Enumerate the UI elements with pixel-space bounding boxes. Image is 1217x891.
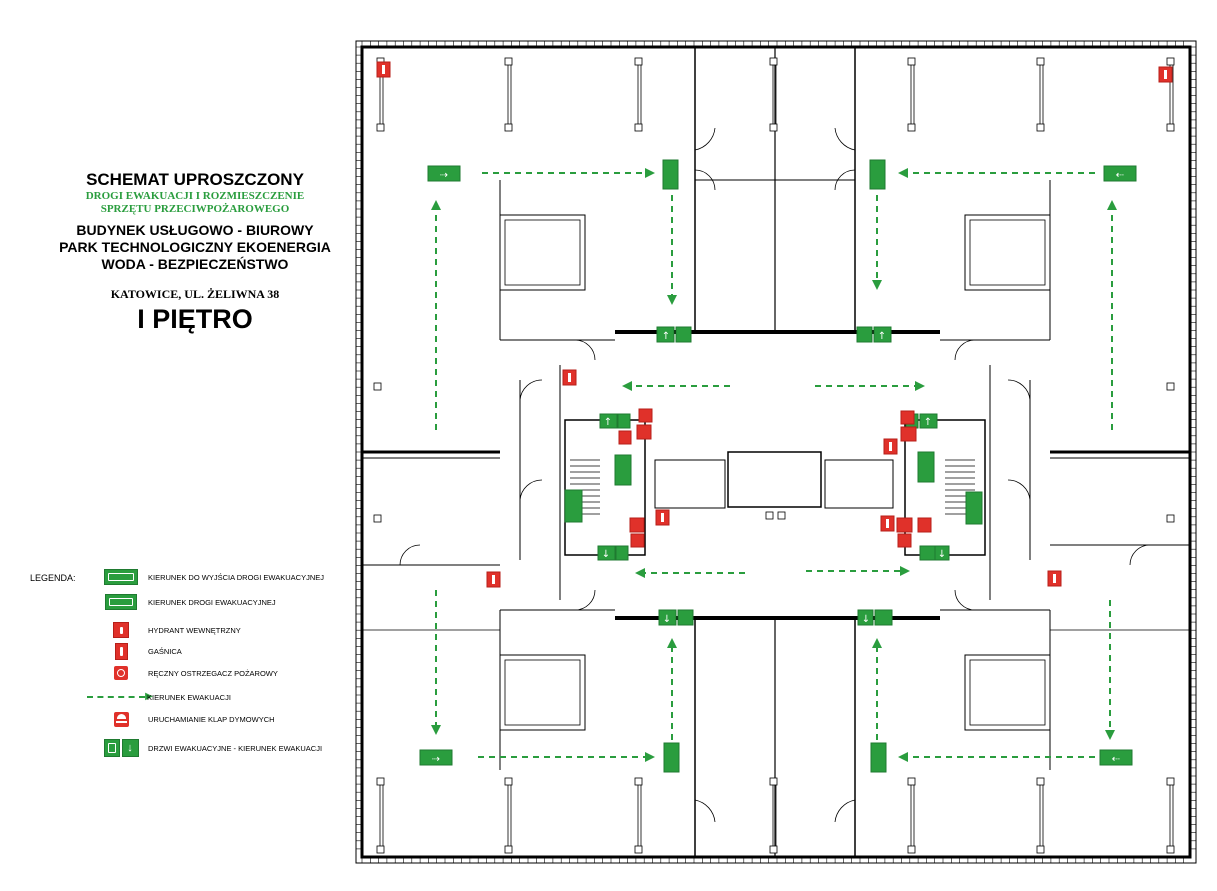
- legend-item: GAŚNICA: [100, 641, 182, 661]
- svg-text:↓: ↓: [663, 614, 671, 625]
- schema-title: SCHEMAT UPROSZCZONY: [86, 170, 304, 189]
- legend-item: ↓ DRZWI EWAKUACYJNE - KIERUNEK EWAKUACJI: [100, 738, 322, 758]
- ruler-ticks: [356, 41, 1196, 863]
- title-block: SCHEMAT UPROSZCZONY DROGI EWAKUACJI I RO…: [40, 170, 350, 335]
- legend-item: RĘCZNY OSTRZEGACZ POŻAROWY: [100, 663, 278, 683]
- building-name-line1: BUDYNEK USŁUGOWO - BIUROWY: [76, 222, 314, 238]
- exit-direction-sign-icon: [104, 569, 138, 585]
- door-swings: [399, 127, 1151, 823]
- svg-text:⇢: ⇢: [432, 754, 440, 765]
- evacuation-arrows: [431, 168, 1117, 762]
- schema-subtitle-line2: SPRZĘTU PRZECIWPOŻAROWEGO: [100, 203, 290, 215]
- window-bars: [379, 65, 1174, 846]
- svg-text:↓: ↓: [938, 549, 946, 560]
- fire-hydrant-icon: [113, 622, 129, 638]
- fire-equipment-glyphs: [382, 65, 1167, 584]
- legend-item: ▶ KIERUNEK EWAKUACJI: [87, 687, 231, 707]
- svg-text:↑: ↑: [662, 331, 670, 342]
- exit-signs: [419, 159, 1137, 773]
- building-name-line2: PARK TECHNOLOGICZNY EKOENERGIA: [59, 239, 331, 255]
- legend-item: URUCHAMIANIE KLAP DYMOWYCH: [100, 709, 275, 729]
- evacuation-route-sign-icon: [105, 594, 137, 610]
- svg-text:↑: ↑: [878, 331, 886, 342]
- floor-label: I PIĘTRO: [137, 304, 253, 334]
- legend-item: KIERUNEK DO WYJŚCIA DROGI EWAKUACYJNEJ: [100, 567, 324, 587]
- dashed-arrow-icon: ▶: [85, 692, 155, 702]
- building-name-line3: WODA - BEZPIECZEŃSTWO: [101, 256, 289, 272]
- address: KATOWICE, UL. ŻELIWNA 38: [110, 287, 280, 301]
- svg-text:⇠: ⇠: [1116, 170, 1125, 181]
- svg-text:↑: ↑: [604, 417, 612, 428]
- svg-text:↓: ↓: [602, 549, 610, 560]
- svg-text:↓: ↓: [862, 614, 870, 625]
- schema-subtitle-line1: DROGI EWAKUACJI I ROZMIESZCZENIE: [85, 190, 305, 202]
- evacuation-door-icon: ↓: [100, 739, 142, 757]
- building-outline: [355, 40, 1197, 864]
- fire-extinguisher-icon: [114, 642, 128, 660]
- fire-alarm-call-point-icon: [114, 666, 128, 680]
- exit-sign-glyphs: ⇢ ⇠ ⇢ ⇠ ↑ ↑ ↓ ↓ ↑ ↑ ↓ ↓: [432, 170, 1125, 765]
- smoke-vent-release-icon: [113, 711, 129, 727]
- svg-text:⇢: ⇢: [440, 170, 448, 181]
- svg-text:↑: ↑: [924, 417, 932, 428]
- structural-columns: [373, 57, 1175, 854]
- legend-item: KIERUNEK DROGI EWAKUACYJNEJ: [100, 592, 276, 612]
- svg-text:⇠: ⇠: [1112, 754, 1121, 765]
- legend-item: HYDRANT WEWNĘTRZNY: [100, 620, 241, 640]
- legend-heading: LEGENDA:: [30, 573, 76, 583]
